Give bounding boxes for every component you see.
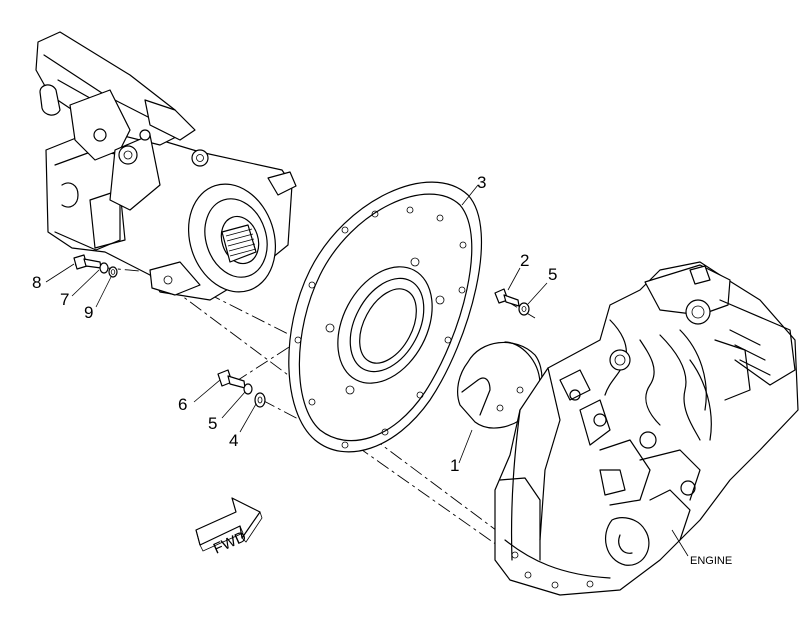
callout-4: 4: [229, 431, 238, 450]
callout-9: 9: [84, 303, 93, 322]
coupling-bolt-group: [494, 288, 530, 316]
callout-1: 1: [450, 456, 459, 475]
callouts: 3 2 5 8 7 9 6 5 4 1: [32, 173, 557, 475]
plate-bolt-group: [217, 369, 266, 408]
engine: [494, 261, 799, 596]
callout-5-upper: 5: [548, 265, 557, 284]
fwd-arrow-icon: FWD: [195, 497, 263, 558]
pump-mounting-bolt-group: [73, 254, 118, 278]
leader-lines: [45, 184, 689, 557]
engine-label: ENGINE: [690, 555, 732, 567]
callout-7: 7: [60, 290, 69, 309]
callout-5-lower: 5: [208, 414, 217, 433]
hydraulic-pump: [35, 31, 297, 301]
adapter-plate: [288, 181, 483, 453]
callout-3: 3: [477, 173, 486, 192]
callout-2: 2: [520, 251, 529, 270]
callout-6: 6: [178, 395, 187, 414]
callout-8: 8: [32, 273, 41, 292]
